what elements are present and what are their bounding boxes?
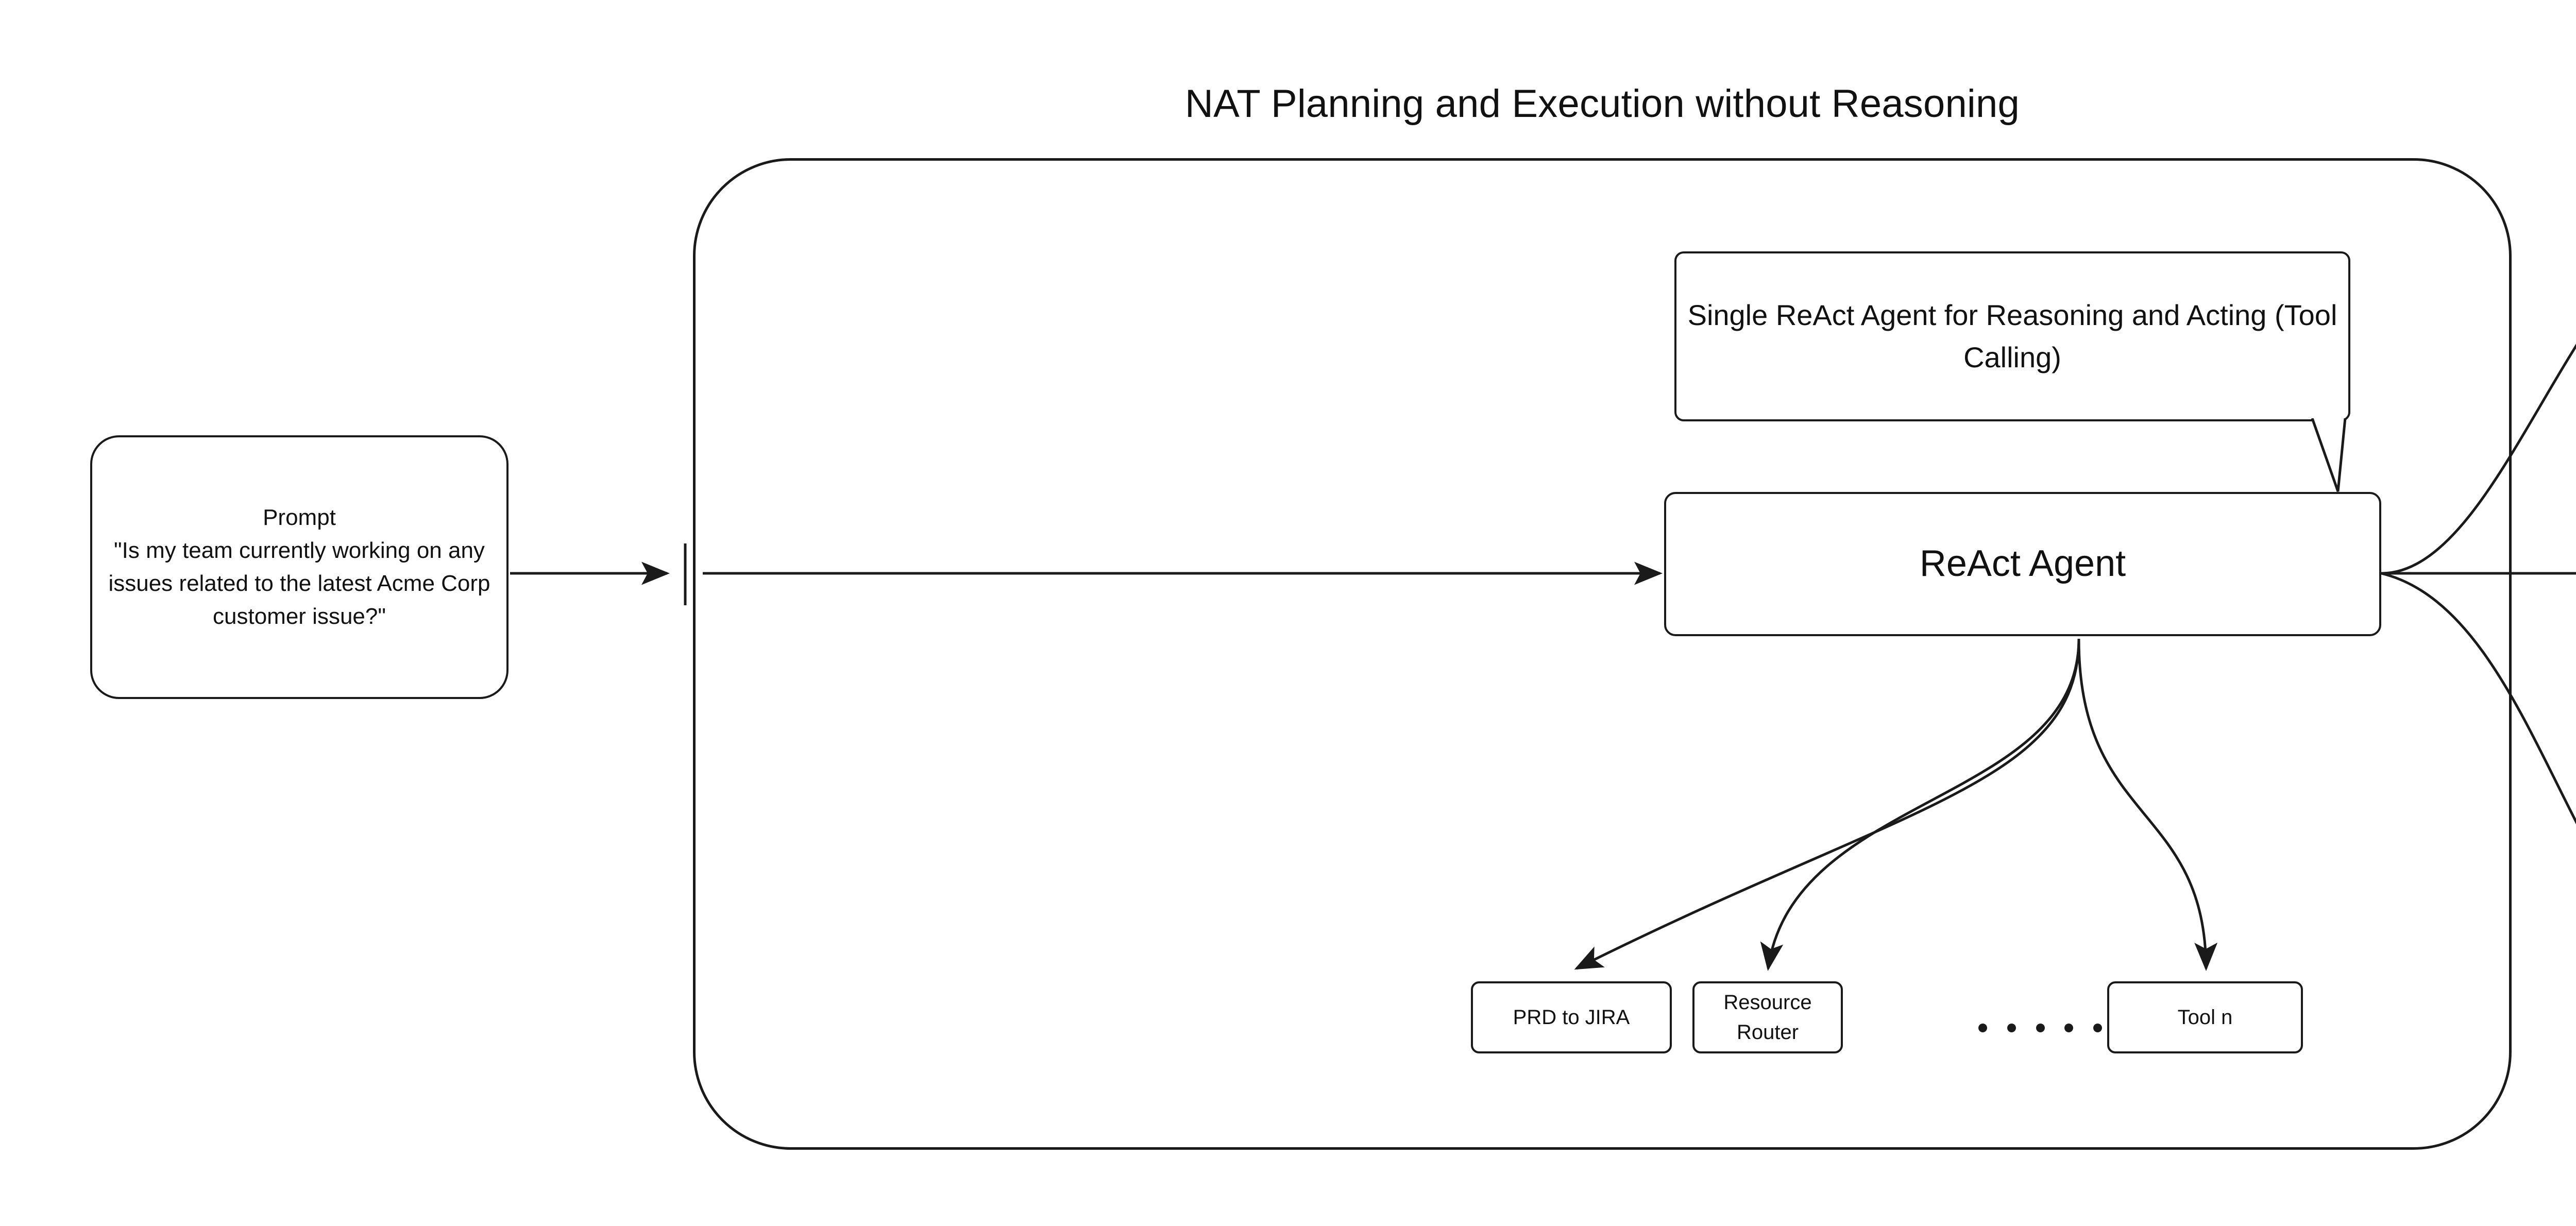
react-agent-label: ReAct Agent [1919,543,2126,585]
prompt-text: Prompt"Is my team currently working on a… [108,504,490,629]
tool-label: Tool n [2177,1006,2233,1029]
callout-tail-icon [2311,418,2347,492]
callout-note: Single ReAct Agent for Reasoning and Act… [1674,251,2350,421]
nat-system-boundary [693,158,2512,1150]
tool-label: Resource Router [1723,991,1812,1044]
tool-node-prd-to-jira[interactable]: PRD to JIRA [1471,981,1672,1053]
callout-text: Single ReAct Agent for Reasoning and Act… [1687,299,2337,373]
tool-node-resource-router[interactable]: Resource Router [1692,981,1843,1053]
react-agent-node[interactable]: ReAct Agent [1664,492,2381,636]
tool-label: PRD to JIRA [1513,1006,1630,1029]
prompt-node[interactable]: Prompt"Is my team currently working on a… [90,435,509,699]
tool-node-tool-n[interactable]: Tool n [2107,981,2303,1053]
page-title: NAT Planning and Execution without Reaso… [1185,82,2020,126]
tools-ellipsis-icon [1978,1012,2102,1043]
